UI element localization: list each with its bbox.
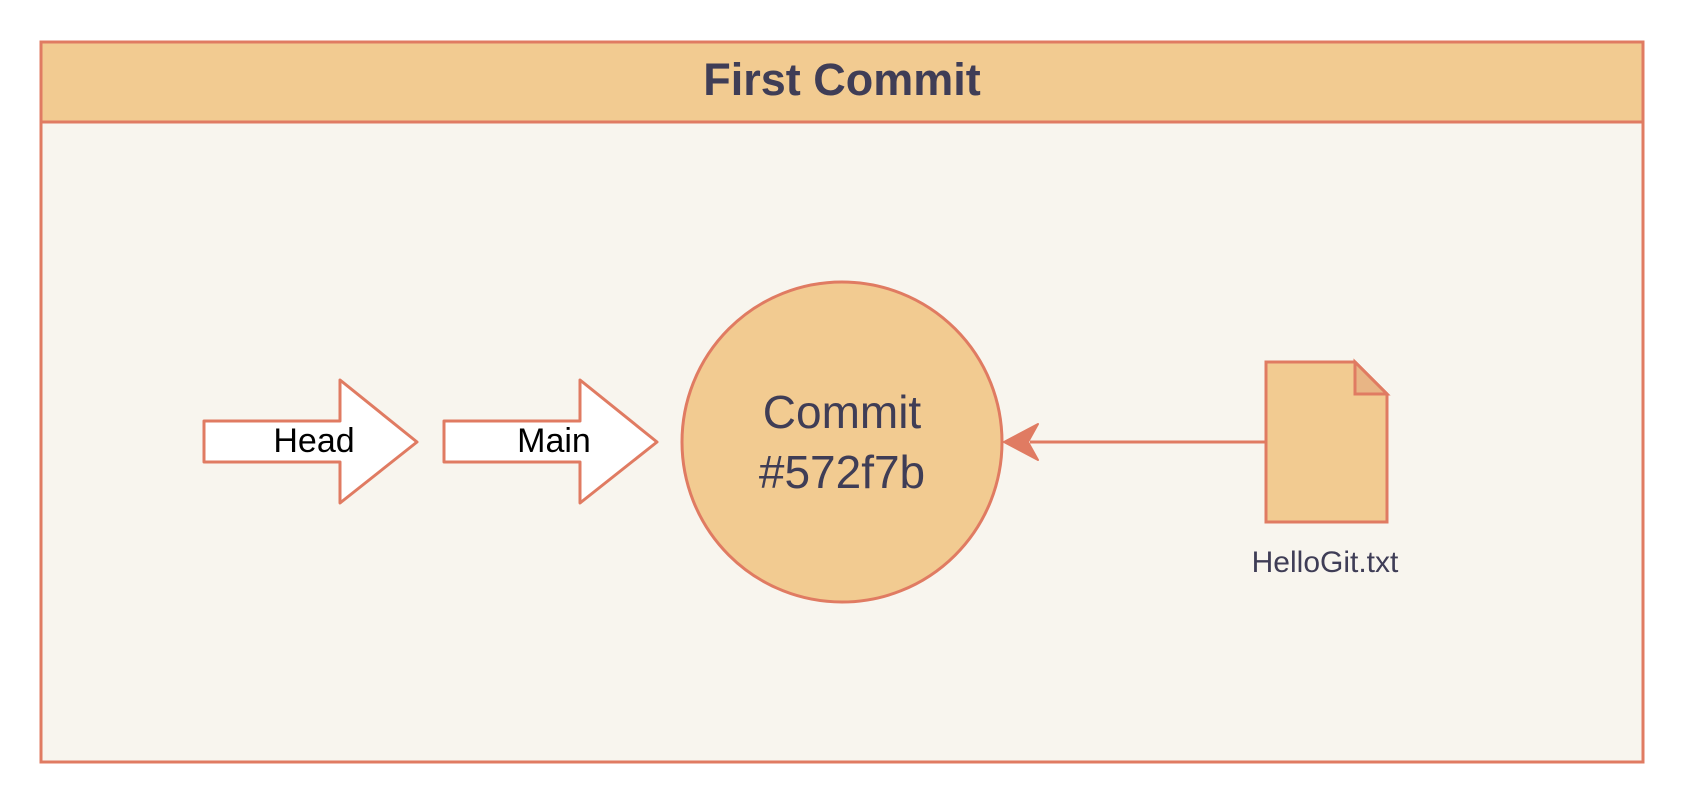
commit-label: Commit xyxy=(763,386,922,438)
file-name-label: HelloGit.txt xyxy=(1252,546,1399,579)
connector-arrowhead xyxy=(1003,423,1039,461)
main-pointer: Main xyxy=(442,378,659,505)
file-icon-body xyxy=(1264,360,1389,524)
main-label: Main xyxy=(517,422,591,460)
commit-node: Commit #572f7b xyxy=(680,280,1004,604)
commit-hash: #572f7b xyxy=(759,446,925,498)
file-icon: HelloGit.txt xyxy=(1252,358,1399,579)
diagram-title: First Commit xyxy=(703,54,981,105)
frame-header xyxy=(39,40,1645,124)
file-to-commit-connector xyxy=(1003,423,1265,461)
commit-circle xyxy=(680,280,1004,604)
head-pointer: Head xyxy=(202,378,419,505)
head-arrow-shape xyxy=(202,378,419,505)
main-arrow-shape xyxy=(442,378,659,505)
head-label: Head xyxy=(273,422,354,460)
file-icon-fold xyxy=(1353,358,1391,396)
